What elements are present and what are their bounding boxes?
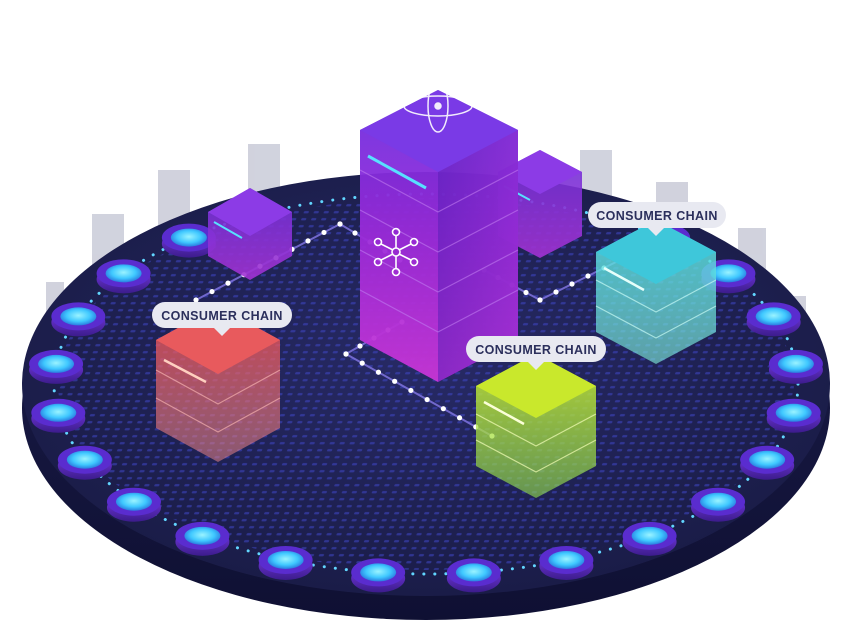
network-hub-icon bbox=[373, 227, 419, 277]
validator-node bbox=[740, 445, 795, 480]
validator-node bbox=[539, 545, 594, 580]
label-text-left: CONSUMER CHAIN bbox=[161, 309, 283, 323]
label-text-right: CONSUMER CHAIN bbox=[596, 209, 718, 223]
validator-node bbox=[258, 545, 313, 580]
connection-dot bbox=[357, 343, 363, 349]
label-consumer-chain-right: CONSUMER CHAIN bbox=[588, 202, 726, 236]
validator-node bbox=[766, 398, 821, 433]
label-consumer-chain-middle: CONSUMER CHAIN bbox=[466, 336, 606, 370]
validator-node bbox=[746, 302, 801, 337]
connection-dot bbox=[408, 387, 414, 394]
ring-dotted-path bbox=[52, 192, 800, 576]
validator-node bbox=[106, 487, 161, 522]
connection-dot bbox=[392, 378, 398, 384]
connection-dot bbox=[225, 280, 231, 286]
validator-node bbox=[161, 223, 216, 258]
connection-dot bbox=[375, 369, 382, 375]
label-text-middle: CONSUMER CHAIN bbox=[475, 343, 597, 357]
connection-dot bbox=[305, 238, 311, 244]
small-stack-left bbox=[208, 188, 292, 280]
validator-node bbox=[622, 521, 677, 556]
connection-dot bbox=[440, 406, 446, 412]
connection-dot bbox=[337, 221, 343, 227]
validator-node bbox=[96, 259, 151, 294]
validator-node bbox=[446, 558, 501, 593]
validator-node bbox=[57, 445, 112, 480]
validator-node bbox=[51, 302, 106, 337]
connection-dot bbox=[352, 230, 358, 236]
connection-dot bbox=[537, 297, 543, 303]
validator-node bbox=[175, 521, 230, 556]
connection-dot bbox=[456, 415, 463, 421]
connection-dot bbox=[523, 289, 529, 296]
consumer-chain-green bbox=[475, 354, 597, 498]
connection-dot bbox=[569, 281, 575, 287]
connection-dot bbox=[321, 229, 327, 236]
connection-dot bbox=[359, 360, 365, 366]
connection-dot bbox=[553, 289, 559, 295]
validator-node bbox=[31, 398, 86, 433]
validator-node bbox=[29, 349, 84, 384]
small-stack-right bbox=[498, 150, 582, 258]
connection-dot bbox=[343, 351, 349, 357]
hub-chain-tower bbox=[359, 79, 519, 382]
connection-dot bbox=[193, 297, 199, 303]
connection-dot bbox=[585, 273, 591, 279]
validator-node bbox=[768, 349, 823, 384]
connection-dot bbox=[209, 288, 215, 295]
connection-dot bbox=[424, 396, 430, 403]
validator-node bbox=[691, 487, 746, 522]
label-consumer-chain-left: CONSUMER CHAIN bbox=[152, 302, 292, 336]
atom-orbit-icon bbox=[403, 79, 473, 133]
consumer-chain-teal bbox=[595, 220, 717, 364]
validator-node bbox=[351, 558, 406, 593]
